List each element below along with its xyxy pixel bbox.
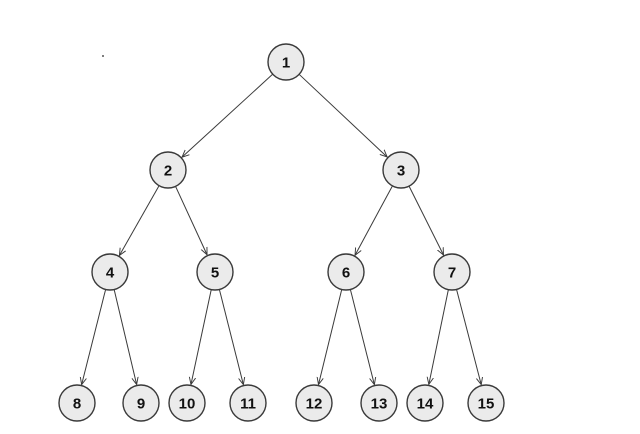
- edge-arrow-1-to-3: [298, 73, 387, 157]
- node-circle-2: [149, 151, 187, 189]
- edge-arrow-6-to-13: [349, 289, 374, 384]
- node-label-5: 5: [211, 265, 219, 282]
- edge-arrow-5-to-11: [218, 289, 243, 384]
- node-label-9: 9: [137, 396, 145, 413]
- node-label-3: 3: [397, 163, 405, 180]
- node-label-10: 10: [179, 396, 196, 413]
- node-circle-5: [196, 253, 234, 291]
- node-circle-11: [229, 384, 267, 422]
- edge-arrow-4-to-8: [82, 289, 107, 384]
- stray-dot: [102, 55, 104, 57]
- tree-node-15: 15: [467, 384, 505, 422]
- node-circle-1: [267, 43, 305, 81]
- node-label-2: 2: [164, 163, 172, 180]
- tree-node-10: 10: [168, 384, 206, 422]
- node-circle-7: [433, 253, 471, 291]
- node-circle-4: [91, 253, 129, 291]
- node-circle-14: [406, 384, 444, 422]
- node-label-8: 8: [73, 396, 81, 413]
- node-label-12: 12: [306, 396, 323, 413]
- node-circle-10: [168, 384, 206, 422]
- tree-node-4: 4: [91, 253, 129, 291]
- tree-node-5: 5: [196, 253, 234, 291]
- node-circle-12: [295, 384, 333, 422]
- node-label-4: 4: [106, 265, 115, 282]
- edge-arrow-2-to-4: [119, 185, 160, 256]
- node-circle-3: [382, 151, 420, 189]
- edge-arrow-1-to-2: [182, 73, 274, 157]
- tree-node-7: 7: [433, 253, 471, 291]
- node-circle-6: [327, 253, 365, 291]
- tree-node-13: 13: [360, 384, 398, 422]
- node-label-7: 7: [448, 265, 456, 282]
- node-circle-9: [122, 384, 160, 422]
- edge-arrow-5-to-10: [191, 289, 212, 385]
- edge-arrow-6-to-12: [319, 289, 343, 384]
- node-label-11: 11: [240, 396, 256, 413]
- tree-node-9: 9: [122, 384, 160, 422]
- node-circle-8: [58, 384, 96, 422]
- node-label-15: 15: [478, 396, 495, 413]
- edge-arrow-4-to-9: [113, 289, 136, 385]
- edge-arrow-7-to-15: [456, 289, 482, 384]
- tree-node-1: 1: [267, 43, 305, 81]
- node-label-6: 6: [342, 265, 350, 282]
- edge-arrow-2-to-5: [175, 186, 208, 254]
- tree-node-12: 12: [295, 384, 333, 422]
- node-circle-13: [360, 384, 398, 422]
- tree-node-11: 11: [229, 384, 267, 422]
- tree-node-14: 14: [406, 384, 444, 422]
- node-label-13: 13: [371, 396, 388, 413]
- edge-arrow-7-to-14: [429, 289, 449, 385]
- edge-arrow-3-to-6: [355, 185, 393, 255]
- tree-node-8: 8: [58, 384, 96, 422]
- edge-arrow-3-to-7: [408, 185, 443, 255]
- tree-edges: [82, 73, 482, 385]
- tree-node-6: 6: [327, 253, 365, 291]
- tree-node-2: 2: [149, 151, 187, 189]
- node-circle-15: [467, 384, 505, 422]
- node-label-1: 1: [282, 55, 290, 72]
- tree-node-3: 3: [382, 151, 420, 189]
- node-label-14: 14: [417, 396, 434, 413]
